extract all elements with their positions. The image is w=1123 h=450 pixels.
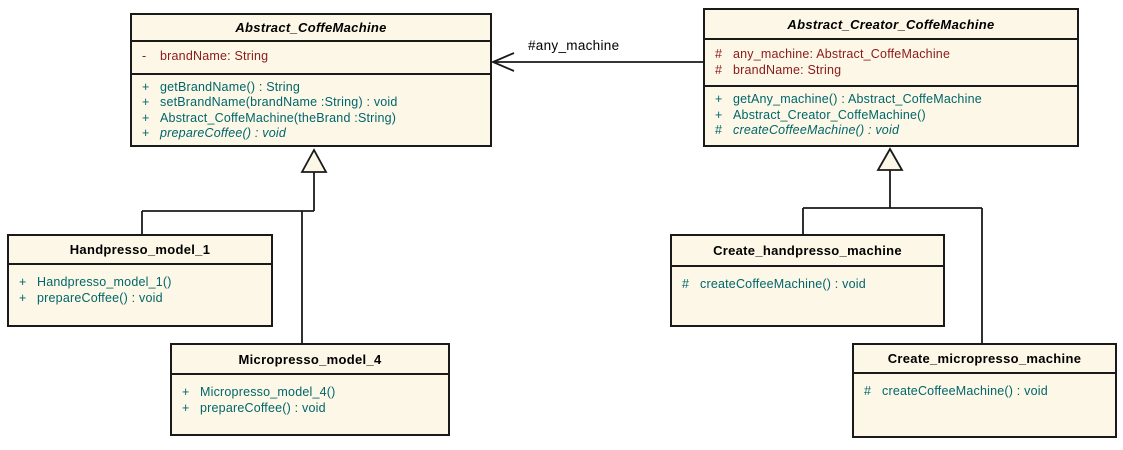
class-create-handpresso-machine[interactable]: Create_handpresso_machine # createCoffee… <box>670 234 945 327</box>
visibility-marker: # <box>864 384 872 398</box>
association-role-label: #any_machine <box>528 38 620 53</box>
visibility-marker: # <box>715 123 723 137</box>
visibility-marker: + <box>19 291 27 305</box>
class-title: Create_micropresso_machine <box>854 345 1115 374</box>
class-create-micropresso-machine[interactable]: Create_micropresso_machine # createCoffe… <box>852 343 1117 438</box>
class-handpresso-model-1[interactable]: Handpresso_model_1 + Handpresso_model_1(… <box>7 234 273 327</box>
visibility-marker: - <box>142 49 147 63</box>
method-row: # createCoffeeMachine() : void <box>854 383 1115 399</box>
class-abstract-creator-coffemachine[interactable]: Abstract_Creator_CoffeMachine # any_mach… <box>703 8 1079 147</box>
abstract-method-row: + prepareCoffee() : void <box>132 126 490 141</box>
methods-compartment: # createCoffeeMachine() : void <box>854 374 1115 436</box>
attribute-text: any_machine: Abstract_CoffeMachine <box>733 47 951 61</box>
visibility-marker: + <box>182 401 190 415</box>
methods-compartment: + getBrandName() : String + setBrandName… <box>132 75 490 145</box>
open-arrowhead-icon <box>490 52 515 72</box>
visibility-marker: # <box>682 277 690 291</box>
class-title: Abstract_Creator_CoffeMachine <box>705 10 1077 40</box>
class-title: Handpresso_model_1 <box>9 236 271 265</box>
visibility-marker: + <box>182 385 190 399</box>
class-title: Micropresso_model_4 <box>172 345 448 375</box>
methods-compartment: + Handpresso_model_1() + prepareCoffee()… <box>9 265 271 325</box>
visibility-marker: # <box>715 63 723 77</box>
method-text: Micropresso_model_4() <box>200 385 336 399</box>
class-abstract-coffemachine[interactable]: Abstract_CoffeMachine - brandName: Strin… <box>130 13 492 147</box>
attributes-compartment: - brandName: String <box>132 42 490 75</box>
attributes-compartment: # any_machine: Abstract_CoffeMachine # b… <box>705 40 1077 87</box>
method-row: + Micropresso_model_4() <box>172 384 448 400</box>
method-text: Abstract_Creator_CoffeMachine() <box>733 107 926 122</box>
attribute-text: brandName: String <box>733 63 842 77</box>
method-text: setBrandName(brandName :String) : void <box>160 95 398 110</box>
method-text: Handpresso_model_1() <box>37 275 172 289</box>
attribute-row: # brandName: String <box>705 62 1077 78</box>
method-text: createCoffeeMachine() : void <box>733 123 900 137</box>
method-row: + Abstract_CoffeMachine(theBrand :String… <box>132 111 490 126</box>
method-text: createCoffeeMachine() : void <box>700 277 866 291</box>
visibility-marker: + <box>715 107 723 122</box>
attribute-row: # any_machine: Abstract_CoffeMachine <box>705 46 1077 62</box>
method-row: + getBrandName() : String <box>132 80 490 95</box>
method-row: + prepareCoffee() : void <box>9 290 271 306</box>
generalization-left[interactable] <box>141 148 328 343</box>
method-text: Abstract_CoffeMachine(theBrand :String) <box>160 110 397 125</box>
visibility-marker: + <box>142 110 150 125</box>
method-row: + Handpresso_model_1() <box>9 274 271 290</box>
abstract-method-row: # createCoffeeMachine() : void <box>705 123 1077 139</box>
method-text: createCoffeeMachine() : void <box>882 384 1048 398</box>
visibility-marker: + <box>19 275 27 289</box>
methods-compartment: + Micropresso_model_4() + prepareCoffee(… <box>172 375 448 434</box>
visibility-marker: + <box>142 95 150 110</box>
method-row: # createCoffeeMachine() : void <box>672 276 943 292</box>
attribute-text: brandName: String <box>160 49 269 63</box>
method-row: + Abstract_Creator_CoffeMachine() <box>705 108 1077 124</box>
methods-compartment: # createCoffeeMachine() : void <box>672 267 943 325</box>
method-text: prepareCoffee() : void <box>200 401 326 415</box>
class-title: Abstract_CoffeMachine <box>132 15 490 42</box>
class-micropresso-model-4[interactable]: Micropresso_model_4 + Micropresso_model_… <box>170 343 450 436</box>
method-row: + setBrandName(brandName :String) : void <box>132 95 490 110</box>
visibility-marker: # <box>715 47 723 61</box>
association-any-machine[interactable] <box>490 52 703 72</box>
method-text: getAny_machine() : Abstract_CoffeMachine <box>733 92 982 106</box>
method-row: + prepareCoffee() : void <box>172 400 448 416</box>
methods-compartment: + getAny_machine() : Abstract_CoffeMachi… <box>705 87 1077 145</box>
visibility-marker: + <box>142 80 150 94</box>
generalization-triangle-icon <box>300 148 328 173</box>
generalization-right[interactable] <box>802 147 983 343</box>
method-text: prepareCoffee() : void <box>160 126 286 141</box>
generalization-triangle-icon <box>876 147 904 171</box>
visibility-marker: + <box>715 92 723 106</box>
visibility-marker: + <box>142 126 150 141</box>
method-row: + getAny_machine() : Abstract_CoffeMachi… <box>705 92 1077 108</box>
class-title: Create_handpresso_machine <box>672 236 943 267</box>
method-text: prepareCoffee() : void <box>37 291 163 305</box>
method-text: getBrandName() : String <box>160 80 301 94</box>
attribute-row: - brandName: String <box>132 49 490 63</box>
